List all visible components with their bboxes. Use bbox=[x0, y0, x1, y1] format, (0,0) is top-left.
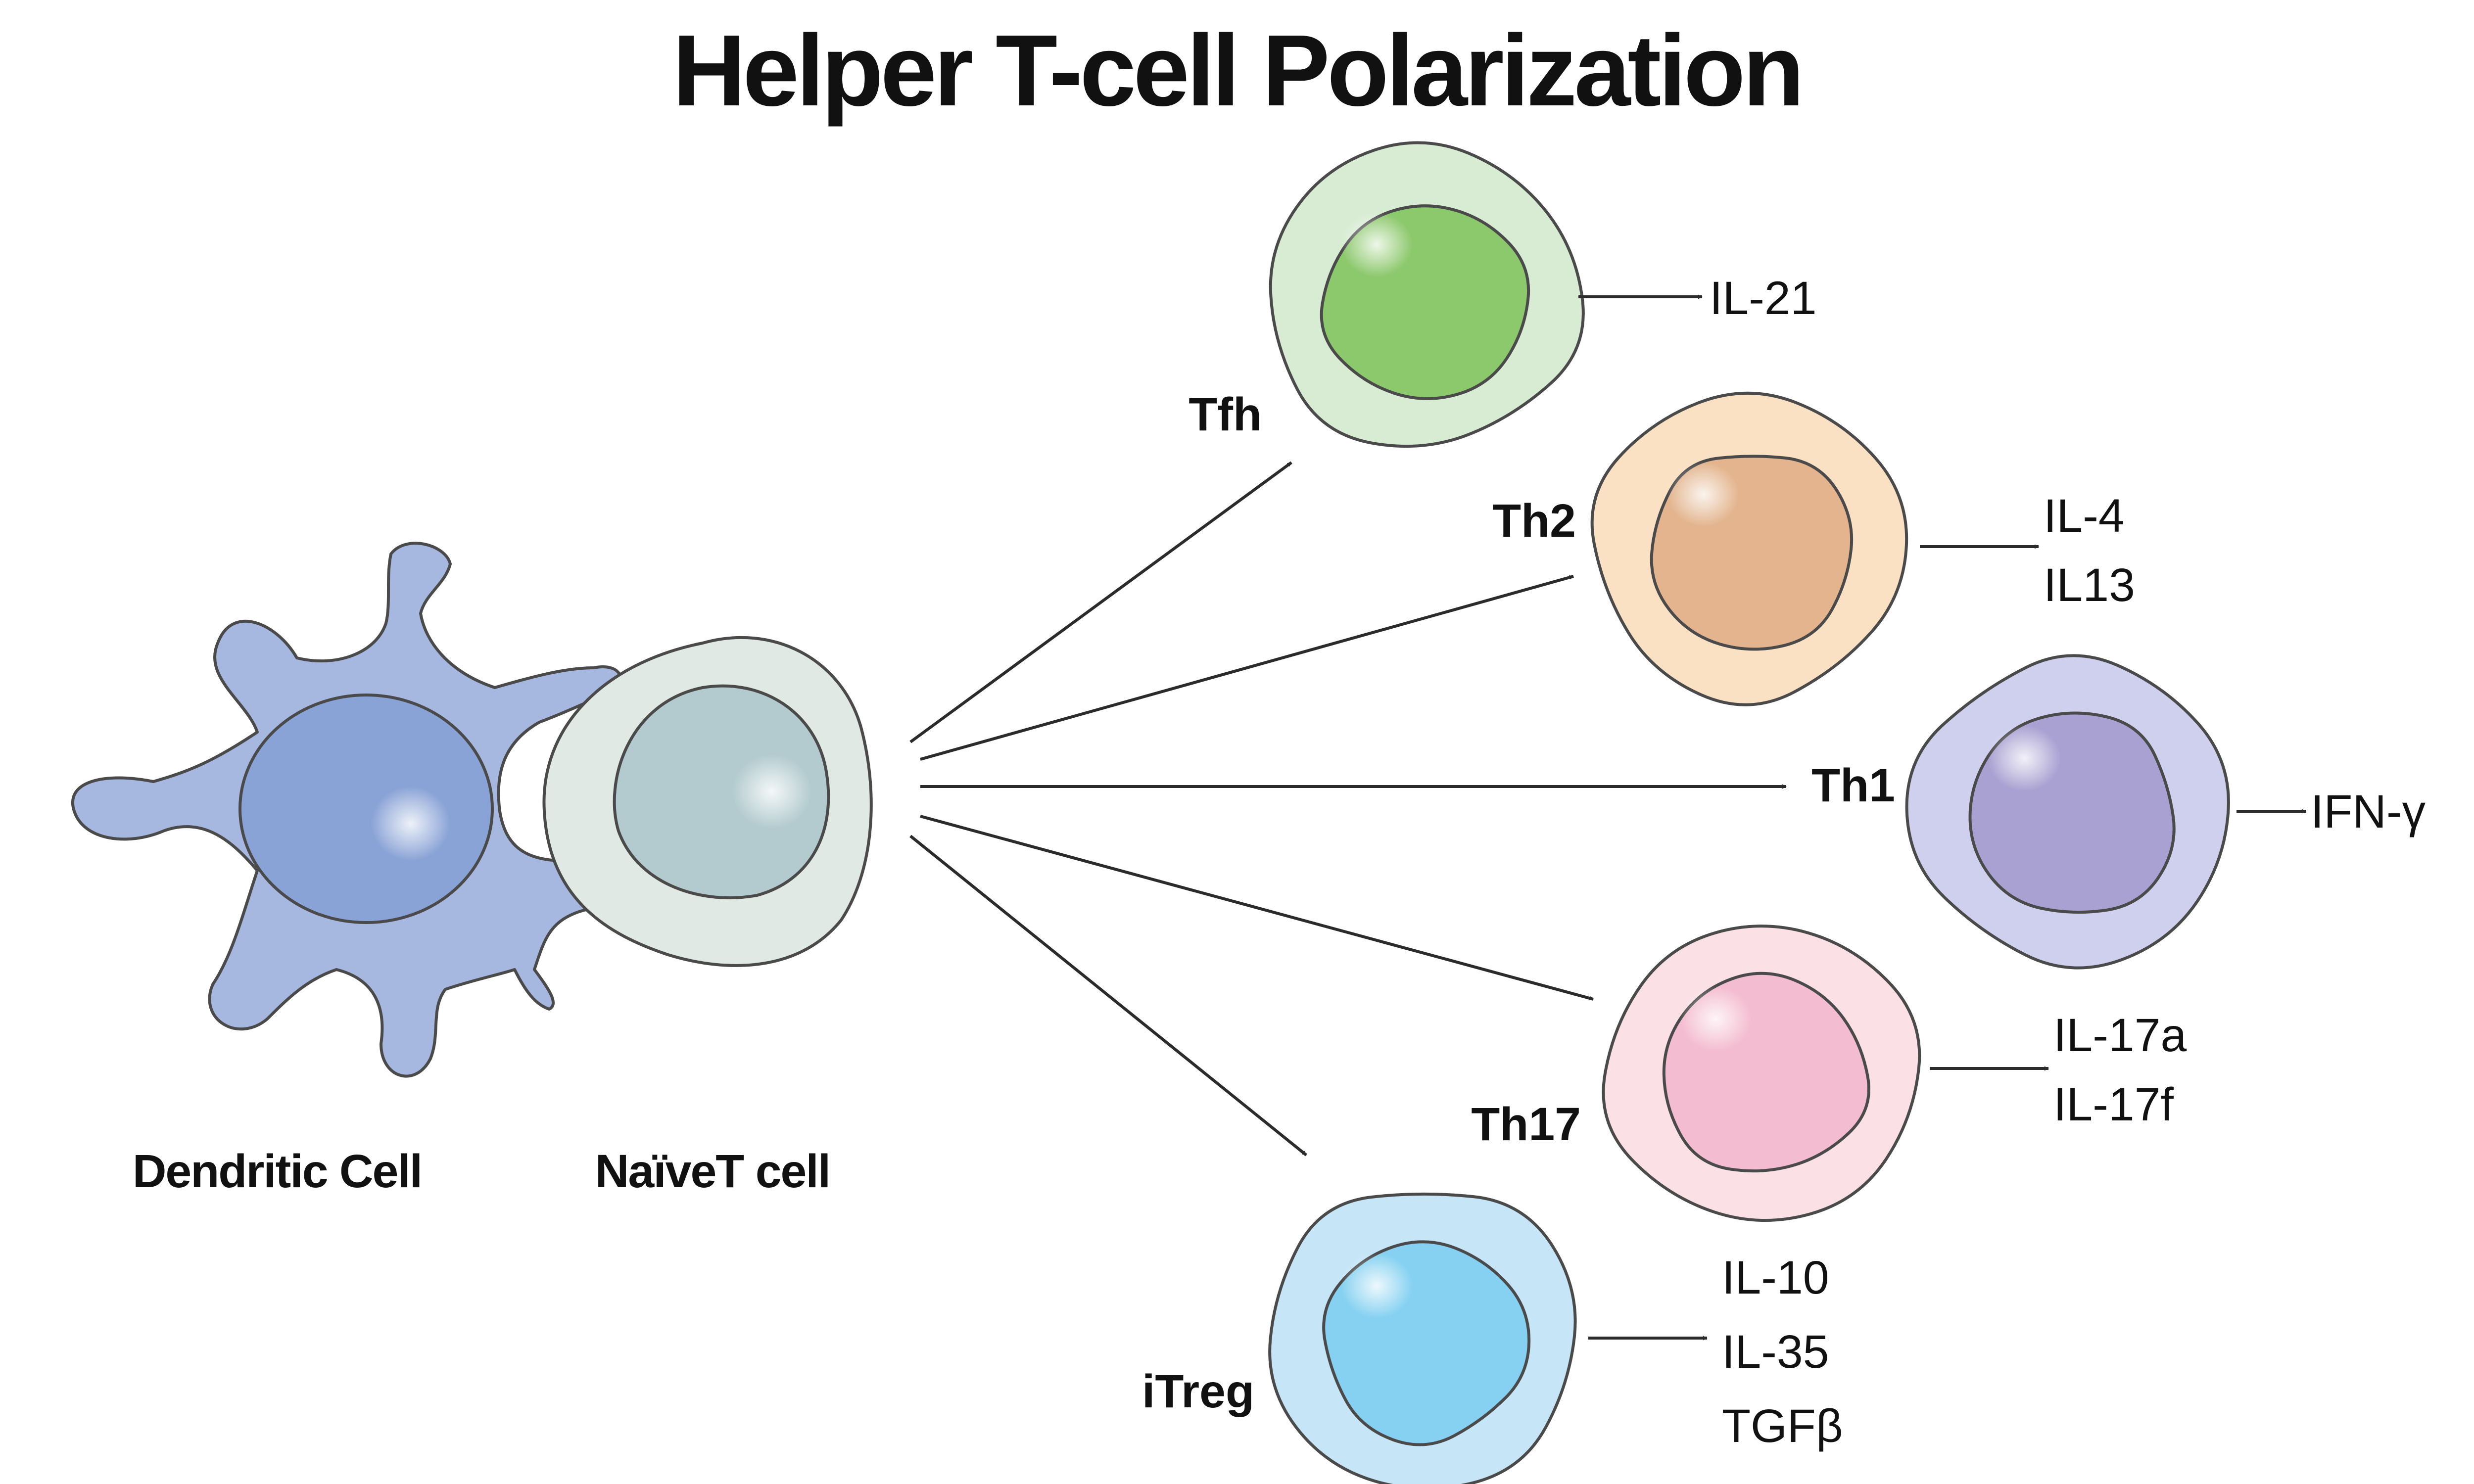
arrow-to-th2 bbox=[920, 575, 1574, 761]
th1-cell bbox=[1905, 654, 2230, 970]
subset-cells bbox=[1268, 141, 2230, 1484]
th2-highlight bbox=[1667, 462, 1740, 527]
cytokine-th17-2: IL-17f bbox=[2053, 1078, 2174, 1131]
th1-highlight bbox=[1988, 725, 2061, 791]
naive-t-cell bbox=[542, 636, 873, 967]
cytokine-th2-2: IL13 bbox=[2044, 559, 2135, 611]
polarization-arrows bbox=[909, 461, 1787, 1157]
itreg-cell bbox=[1268, 1192, 1577, 1484]
dendritic-cell bbox=[71, 542, 630, 1078]
naive-t-cell-nucleus bbox=[613, 684, 830, 899]
naive-t-cell-highlight bbox=[732, 754, 811, 829]
dendritic-cell-nucleus bbox=[238, 694, 494, 924]
arrow-to-itreg bbox=[909, 835, 1307, 1157]
arrow-to-tfh bbox=[909, 461, 1292, 743]
th2-label: Th2 bbox=[1492, 495, 1576, 547]
cytokine-itreg-2: IL-35 bbox=[1722, 1326, 1829, 1378]
cytokine-tfh-1: IL-21 bbox=[1710, 272, 1817, 325]
th17-label: Th17 bbox=[1471, 1098, 1581, 1151]
tfh-label: Tfh bbox=[1189, 388, 1262, 441]
th1-label: Th1 bbox=[1811, 759, 1895, 812]
cytokine-arrows bbox=[1578, 294, 2306, 1341]
naive-t-cell-label: NaïveT cell bbox=[595, 1145, 830, 1198]
itreg-label: iTreg bbox=[1142, 1365, 1254, 1418]
dendritic-cell-label: Dendritic Cell bbox=[133, 1145, 422, 1198]
arrow-to-th17 bbox=[920, 815, 1594, 1001]
th17-highlight bbox=[1680, 986, 1752, 1052]
diagram-title: Helper T-cell Polarization bbox=[672, 14, 1805, 127]
th2-cell bbox=[1590, 391, 1908, 706]
labels: Dendritic Cell NaïveT cell Tfh Th2 Th1 T… bbox=[133, 272, 2426, 1452]
cytokine-th17-1: IL-17a bbox=[2053, 1009, 2187, 1062]
tfh-cell bbox=[1269, 141, 1585, 448]
tfh-highlight bbox=[1341, 212, 1413, 278]
dendritic-cell-highlight bbox=[371, 787, 450, 861]
itreg-highlight bbox=[1341, 1253, 1413, 1319]
th17-cell bbox=[1602, 925, 1921, 1222]
cytokine-th1-1: IFN-γ bbox=[2311, 786, 2426, 838]
cytokine-itreg-3: TGFβ bbox=[1722, 1400, 1843, 1452]
cytokine-itreg-1: IL-10 bbox=[1722, 1252, 1829, 1304]
cytokine-th2-1: IL-4 bbox=[2044, 490, 2125, 542]
